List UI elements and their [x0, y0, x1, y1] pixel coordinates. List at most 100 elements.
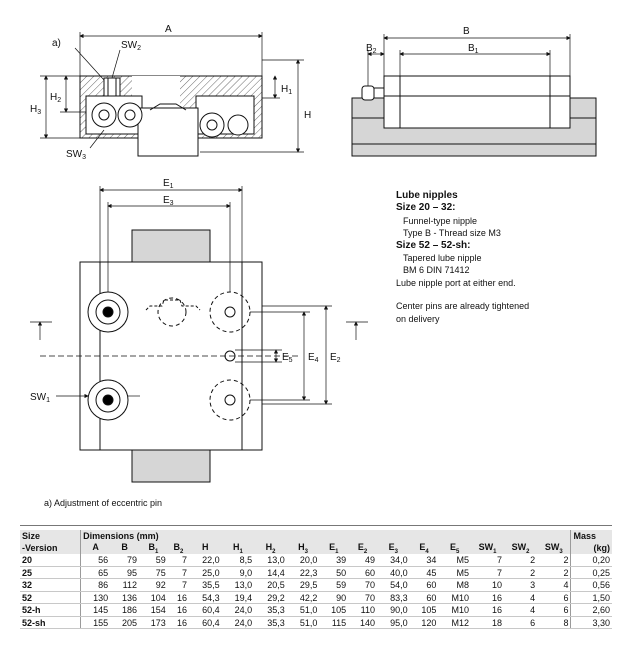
dimension-cell: 40,0 — [377, 566, 410, 580]
column-header: E2 — [348, 541, 377, 555]
dimension-cell: 2 — [537, 566, 571, 580]
dimension-cell: 7 — [470, 554, 505, 567]
size-cell: 20 — [20, 554, 81, 567]
dimension-cell: 105 — [319, 603, 349, 617]
column-subscript: 2 — [526, 548, 530, 555]
side-dimension-lines — [367, 34, 571, 86]
dimension-cell: 130 — [80, 591, 111, 605]
dimension-cell: 20,5 — [254, 578, 287, 592]
dimension-cell: 49 — [348, 554, 377, 567]
column-subscript: 2 — [363, 548, 368, 555]
dimension-cell: 16 — [470, 603, 505, 617]
dimension-cell: 20,0 — [286, 554, 320, 567]
dimension-cell: 39 — [319, 554, 349, 567]
label-e5: E5 — [282, 352, 293, 364]
dimension-cell: 4 — [537, 578, 571, 592]
dimension-cell: 60,4 — [189, 603, 222, 617]
dimension-cell: 54,0 — [377, 578, 410, 592]
dimension-cell: 16 — [167, 591, 189, 605]
column-subscript: 3 — [559, 548, 563, 555]
column-symbol: E — [388, 541, 395, 552]
dimension-cell: 65 — [80, 566, 111, 580]
technical-drawing: A a) SW2 H3 H2 H1 H SW3 B B1 B2 — [30, 24, 597, 483]
front-dimension-lines — [40, 32, 304, 153]
dimension-cell: 105 — [409, 603, 439, 617]
label-h2: H2 — [50, 92, 61, 104]
dimension-cell: 16 — [167, 616, 189, 630]
notes-line-5: Lube nipple port at either end. — [396, 277, 516, 288]
dimension-cell: 7 — [167, 578, 189, 592]
column-subscript: 2 — [272, 548, 276, 555]
size-cell: 32 — [20, 578, 81, 592]
dimension-cell: 110 — [348, 603, 377, 617]
column-header: A — [80, 541, 111, 555]
dimension-cell: 6 — [537, 591, 571, 605]
column-header: B2 — [167, 541, 189, 555]
dimension-cell: 10 — [470, 578, 505, 592]
dimension-cell: 120 — [409, 616, 439, 630]
column-symbol: B — [148, 541, 155, 552]
dimension-cell: 7 — [167, 554, 189, 567]
dimension-cell: 155 — [80, 616, 111, 630]
column-symbol: SW — [511, 541, 527, 552]
column-header: SW1 — [470, 541, 505, 555]
dimension-cell: 6 — [504, 616, 538, 630]
notes-line-2: Type B - Thread size M3 — [403, 228, 501, 239]
front-section-view — [79, 75, 263, 157]
dimension-cell: 145 — [80, 603, 111, 617]
dimension-cell: 4 — [504, 591, 538, 605]
dimension-cell: 29,5 — [286, 578, 320, 592]
side-view — [351, 75, 597, 157]
column-subscript: 3 — [394, 548, 398, 555]
column-header: H — [189, 541, 222, 555]
dimension-cell: 7 — [470, 566, 505, 580]
column-symbol: A — [92, 541, 99, 552]
dimension-cell: 2 — [504, 554, 538, 567]
label-e3: E3 — [163, 195, 174, 207]
dimension-cell: 60 — [348, 566, 377, 580]
dimension-cell: M5 — [438, 566, 471, 580]
size-cell: 52-h — [20, 603, 81, 617]
mass-cell: 3,30 — [570, 616, 612, 630]
dimension-cell: 60 — [409, 591, 439, 605]
dimension-cell: 13,0 — [221, 578, 255, 592]
column-symbol: H — [232, 541, 240, 552]
dimension-cell: 6 — [537, 603, 571, 617]
dimension-cell: 22,3 — [286, 566, 320, 580]
mass-cell: 0,20 — [570, 554, 612, 567]
table-top-rule — [20, 525, 612, 526]
top-dimension-lines — [30, 186, 368, 405]
dimension-cell: 154 — [138, 603, 168, 617]
column-header: E4 — [409, 541, 439, 555]
column-header: H2 — [254, 541, 287, 555]
dimension-cell: 90 — [319, 591, 349, 605]
dimension-cell: 79 — [110, 554, 139, 567]
dimension-cell: 95 — [110, 566, 139, 580]
dimension-cell: 205 — [110, 616, 139, 630]
dimension-cell: 8 — [537, 616, 571, 630]
size-cell: 52-sh — [20, 616, 81, 630]
label-e4: E4 — [308, 352, 319, 364]
dimension-cell: 2 — [504, 566, 538, 580]
column-header: SW2 — [504, 541, 538, 555]
dimension-cell: 95,0 — [377, 616, 410, 630]
column-symbol: SW — [478, 541, 494, 552]
dimension-cell: 13,0 — [254, 554, 287, 567]
label-sw3: SW3 — [66, 149, 86, 161]
label-h3: H3 — [30, 104, 41, 116]
dimension-cell: 16 — [167, 603, 189, 617]
column-symbol: H — [265, 541, 273, 552]
column-subscript: 1 — [239, 548, 243, 555]
dimension-cell: 50 — [319, 566, 349, 580]
size-header: Size — [20, 530, 81, 542]
size-cell: 25 — [20, 566, 81, 580]
dimension-cell: 22,0 — [189, 554, 222, 567]
dimension-cell: 3 — [504, 578, 538, 592]
notes-group-2: Size 52 – 52-sh: — [396, 239, 471, 251]
dimension-cell: 29,2 — [254, 591, 287, 605]
dimension-cell: 24,0 — [221, 616, 255, 630]
dimension-cell: 136 — [110, 591, 139, 605]
dimension-cell: 34 — [409, 554, 439, 567]
